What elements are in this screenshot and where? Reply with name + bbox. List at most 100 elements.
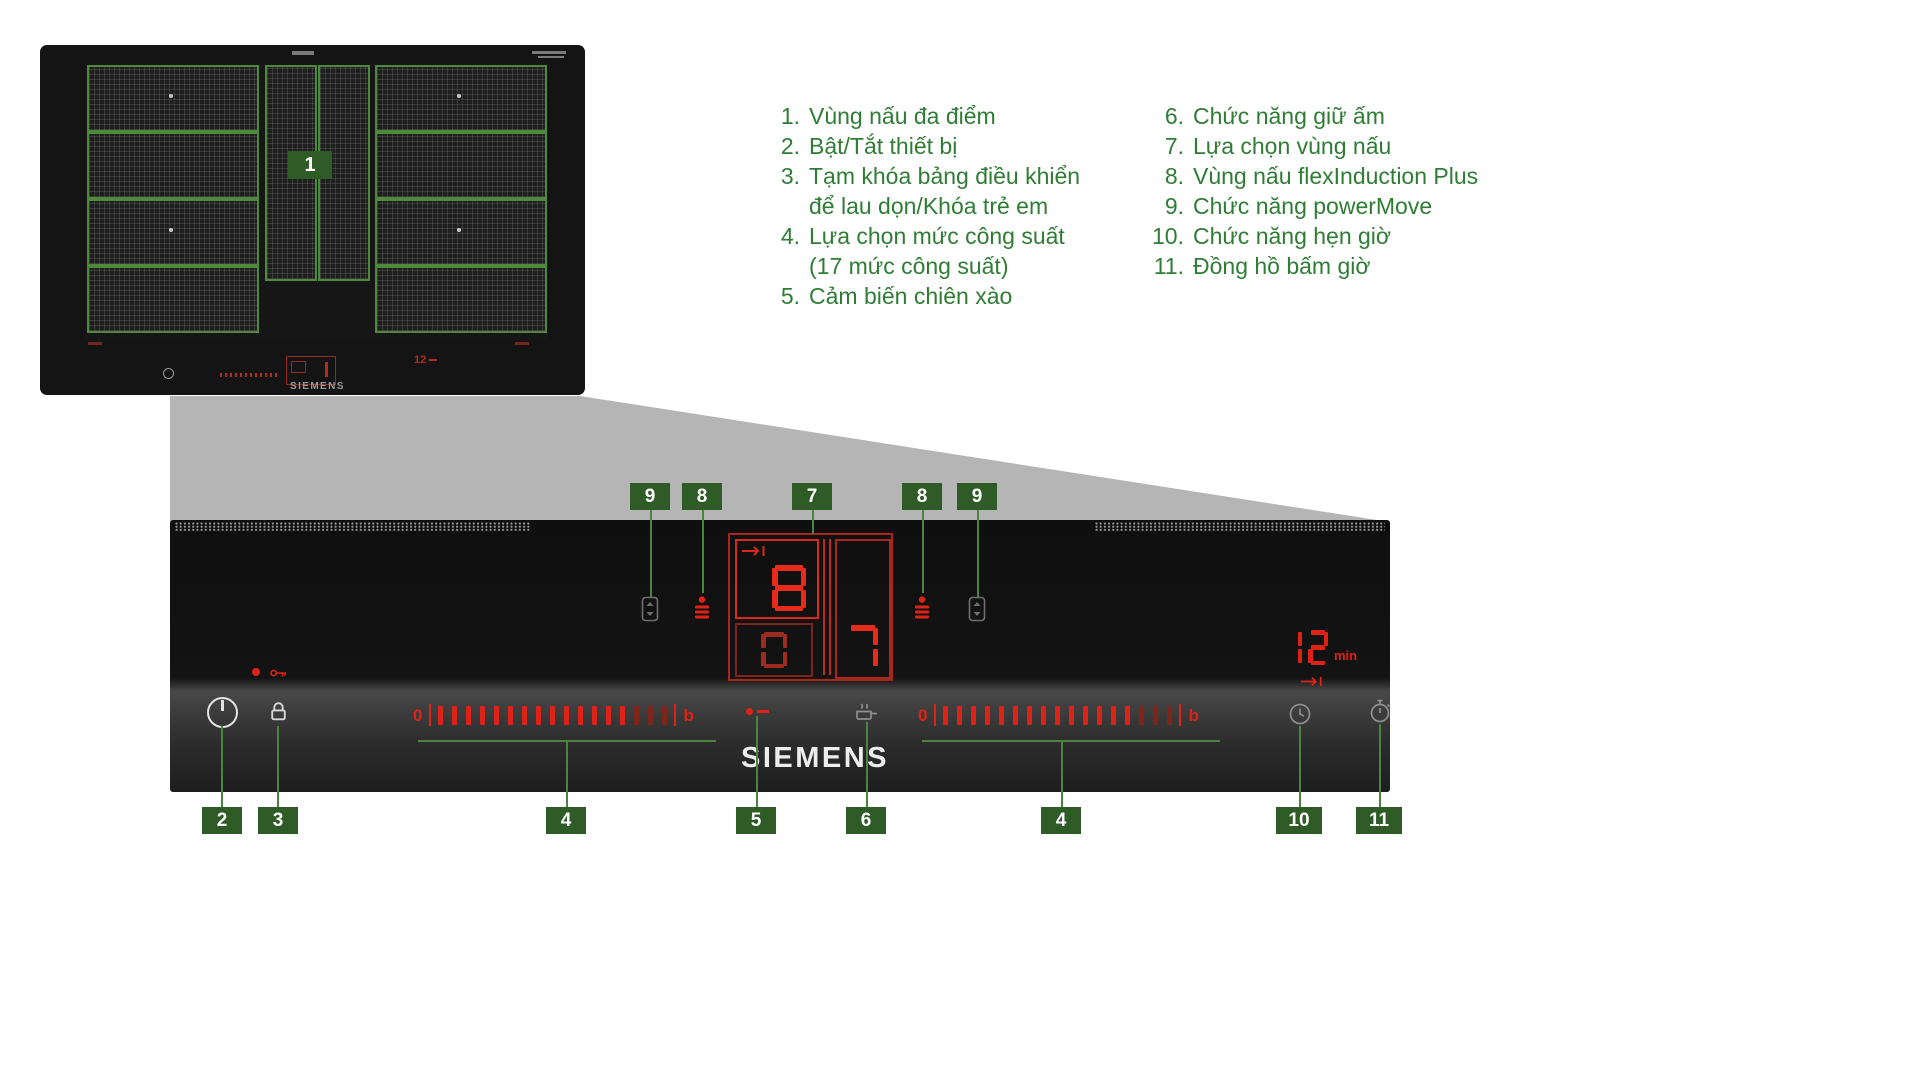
flexinduction-icon-right <box>914 596 930 624</box>
zone-center-dot <box>457 228 461 232</box>
legend-label: Đồng hồ bấm giờ <box>1193 253 1371 279</box>
callout-5: 5 <box>736 807 776 834</box>
legend-column-2: 6. Chức năng giữ ấm 7. Lựa chọn vùng nấu… <box>1146 101 1478 281</box>
callout-line-4-right <box>1061 742 1063 807</box>
legend-label: Vùng nấu đa điểm <box>809 103 996 129</box>
cooking-zone <box>375 266 547 333</box>
cooking-zone <box>375 132 547 199</box>
timer-unit: min <box>1334 648 1358 663</box>
secondary-zone-box <box>735 623 813 677</box>
callout-line-2 <box>221 726 223 807</box>
legend-label: Bật/Tắt thiết bị <box>809 133 958 159</box>
callout-bracket-4-right <box>922 740 1220 742</box>
callout-10: 10 <box>1276 807 1322 834</box>
callout-4: 4 <box>546 807 586 834</box>
legend-item: 11. Đồng hồ bấm giờ <box>1146 251 1478 281</box>
legend-number: 11. <box>1153 253 1184 279</box>
callout-line-8-right <box>922 510 924 593</box>
legend-label: Lựa chọn mức công suất (17 mức công suất… <box>809 223 1065 279</box>
cooking-zone <box>375 199 547 266</box>
display-separator <box>823 539 825 675</box>
zone-power-mark <box>515 342 529 345</box>
keep-warm-icon <box>854 702 880 727</box>
power-slider-left: 0 b <box>413 702 694 728</box>
slider-start-tick <box>934 704 937 726</box>
cooktop-top-mark <box>292 51 314 55</box>
mini-timer-value: 12 <box>414 354 427 366</box>
cooktop-siemens-logo: SIEMENS <box>290 381 345 392</box>
power-button <box>207 697 238 728</box>
callout-6: 6 <box>846 807 886 834</box>
siemens-logo: SIEMENS <box>740 742 890 774</box>
mini-power-slider <box>220 373 278 377</box>
flexinduction-icon-left <box>694 596 710 624</box>
callout-line-11 <box>1379 724 1381 807</box>
legend-item: 2. Bật/Tắt thiết bị <box>770 131 1080 161</box>
legend-number: 6. <box>1164 103 1184 129</box>
callout-line-7 <box>812 510 814 534</box>
cooking-zone <box>87 65 259 132</box>
legend-label: Tạm khóa bảng điều khiển để lau dọn/Khóa… <box>809 163 1081 219</box>
legend-label: Chức năng powerMove <box>1193 193 1433 219</box>
timer-value <box>1282 630 1328 665</box>
mini-timer: 12 <box>414 354 438 366</box>
legend-number: 2. <box>780 133 800 159</box>
cooking-zone <box>87 132 259 199</box>
callout-4: 4 <box>1041 807 1081 834</box>
legend-item: 10. Chức năng hẹn giờ <box>1146 221 1478 251</box>
legend-label: Chức năng hẹn giờ <box>1193 223 1391 249</box>
zone-display <box>728 533 893 681</box>
cooking-zone <box>87 266 259 333</box>
callout-line-5 <box>756 716 758 807</box>
zone-secondary-digit <box>761 632 787 668</box>
display-separator <box>829 539 831 675</box>
cooktop-overview: 12 SIEMENS <box>40 45 585 395</box>
cooking-zone <box>375 65 547 132</box>
mini-zone-display <box>286 356 336 385</box>
zone-power-mark <box>88 342 102 345</box>
cooktop-brand-mark <box>538 56 564 58</box>
callout-7: 7 <box>792 483 832 510</box>
legend-number: 1. <box>780 103 800 129</box>
timer-display: min <box>1282 630 1357 665</box>
sensor-dash-icon <box>757 710 769 713</box>
slider-bars <box>438 705 668 725</box>
sensor-dot-icon <box>746 708 753 715</box>
legend-item: 5. Cảm biến chiên xào <box>770 281 1080 311</box>
callout-line-3 <box>277 726 279 807</box>
move-arrow-icon <box>741 544 767 562</box>
callout-11: 11 <box>1356 807 1402 834</box>
legend-item: 3. Tạm khóa bảng điều khiển để lau dọn/K… <box>770 161 1080 221</box>
powermove-icon-right <box>968 596 986 627</box>
legend-label: Lựa chọn vùng nấu <box>1193 133 1392 159</box>
selected-zone-box <box>835 539 891 679</box>
legend-item: 8. Vùng nấu flexInduction Plus <box>1146 161 1478 191</box>
child-lock-key-icon <box>270 666 287 684</box>
flex-cooking-zone <box>318 65 370 281</box>
callout-3: 3 <box>258 807 298 834</box>
legend-number: 8. <box>1164 163 1184 189</box>
perforation-strip <box>1095 522 1385 531</box>
legend-item: 6. Chức năng giữ ấm <box>1146 101 1478 131</box>
zone-power-digit <box>772 565 806 611</box>
slider-zero-label: 0 <box>413 705 423 725</box>
callout-line-10 <box>1299 726 1301 807</box>
frying-sensor-indicator <box>746 708 769 715</box>
power-indicator-light <box>252 668 260 676</box>
callout-8: 8 <box>902 483 942 510</box>
legend-item: 4. Lựa chọn mức công suất (17 mức công s… <box>770 221 1080 281</box>
stopwatch-icon <box>1367 698 1393 729</box>
zone-center-dot <box>457 94 461 98</box>
slider-bars <box>943 705 1173 725</box>
callout-line-9-right <box>977 510 979 597</box>
legend-number: 5. <box>780 283 800 309</box>
legend-item: 1. Vùng nấu đa điểm <box>770 101 1080 131</box>
mini-power-indicator-icon <box>163 368 174 379</box>
control-panel: 0 b <box>170 520 1393 792</box>
cooktop-surface <box>85 63 547 340</box>
zone-display-frame <box>728 533 893 681</box>
zone-center-dot <box>169 228 173 232</box>
timer-move-arrow-icon <box>1300 674 1324 692</box>
power-icon <box>221 700 224 711</box>
